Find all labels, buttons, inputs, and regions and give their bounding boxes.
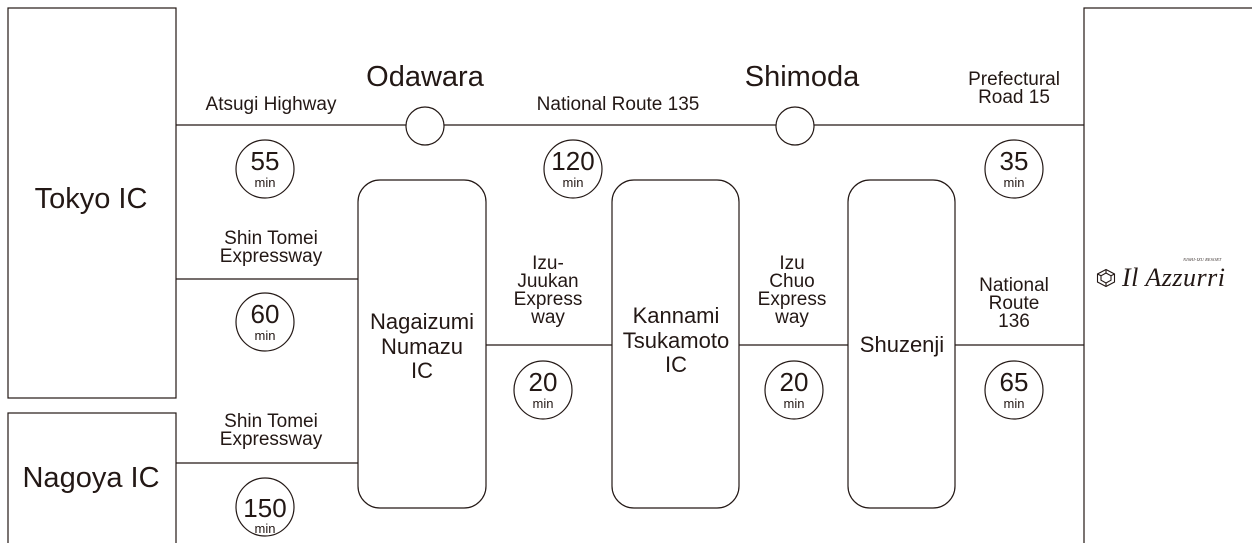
- time-badge-pref15: [984, 139, 1044, 199]
- time-route135-value: 120: [551, 146, 595, 176]
- nagaizumi-line-2: Numazu: [381, 333, 463, 359]
- shin-tomei-expressway-label-1: Shin Tomei Expressway: [219, 228, 323, 268]
- time-badge-izu-juukan: [513, 360, 573, 420]
- route136-line-2: Route: [988, 293, 1040, 315]
- destination-name-text: Il Azzurri: [1122, 263, 1226, 292]
- atsugi-highway-label: Atsugi Highway: [205, 94, 337, 115]
- national-route-136-label: National Route 136: [979, 275, 1049, 333]
- time-route136-value: 65: [999, 367, 1029, 397]
- izu-chuo-line-4: way: [775, 307, 809, 329]
- kannami-tsukamoto-ic-box: [611, 179, 740, 509]
- time-route135-unit: min: [562, 175, 584, 190]
- time-badge-atsugi: [235, 139, 295, 199]
- shin-tomei-2-line-1: Shin Tomei: [224, 411, 318, 432]
- pref15-line-2: Road 15: [978, 87, 1050, 109]
- route136-line-3: 136: [998, 311, 1030, 333]
- time-izu-juukan-unit: min: [532, 396, 554, 411]
- kannami-line-1: Kannami: [632, 303, 720, 328]
- time-pref15-unit: min: [1003, 175, 1025, 190]
- pref15-line-1: Prefectural: [968, 69, 1060, 90]
- kannami-tsukamoto-ic-label: Kannami Tsukamoto IC: [622, 303, 730, 378]
- nagoya-ic-box: [7, 412, 177, 543]
- izu-chuo-line-2: Chuo: [769, 271, 815, 293]
- izu-juukan-line-2: Juukan: [517, 271, 579, 293]
- logo-mark-icon: [1096, 268, 1116, 288]
- time-badge-route135: [543, 139, 603, 199]
- tokyo-ic-box: [7, 7, 177, 399]
- izu-chuo-line-3: Express: [757, 289, 827, 311]
- destination-logo: Il Azzurri NISHI-IZU RESORT: [1096, 257, 1226, 293]
- time-izu-chuo-value: 20: [779, 367, 809, 397]
- izu-chuo-line-1: Izu: [779, 253, 805, 274]
- destination-name: Il Azzurri NISHI-IZU RESORT: [1122, 257, 1226, 293]
- time-shin-tomei-2-value: 150: [243, 493, 287, 523]
- izu-chuo-expressway-label: Izu Chuo Express way: [757, 253, 827, 329]
- time-atsugi-value: 55: [250, 146, 280, 176]
- time-badge-izu-chuo: [764, 360, 824, 420]
- shin-tomei-expressway-label-2: Shin Tomei Expressway: [219, 411, 323, 451]
- kannami-line-3: IC: [664, 352, 687, 378]
- izu-juukan-line-3: Express: [513, 289, 583, 311]
- kannami-line-2: Tsukamoto: [622, 327, 730, 353]
- nagaizumi-numazu-ic-box: [357, 179, 487, 509]
- time-shin-tomei-2-unit: min: [254, 521, 276, 536]
- shin-tomei-1-line-1: Shin Tomei: [224, 228, 318, 249]
- national-route-135-label: National Route 135: [536, 94, 700, 115]
- shin-tomei-1-line-2: Expressway: [219, 246, 323, 268]
- odawara-node: [405, 106, 445, 146]
- time-shin-tomei-1-unit: min: [254, 328, 276, 343]
- shuzenji-label: Shuzenji: [859, 332, 945, 357]
- odawara-label: Odawara: [366, 61, 484, 93]
- time-badge-shin-tomei-1: [235, 292, 295, 352]
- izu-juukan-expressway-label: Izu- Juukan Express way: [513, 253, 583, 329]
- time-shin-tomei-1-value: 60: [250, 299, 280, 329]
- izu-juukan-line-1: Izu-: [532, 253, 564, 274]
- izu-juukan-line-4: way: [531, 307, 565, 329]
- tokyo-ic-label: Tokyo IC: [34, 183, 148, 215]
- nagaizumi-line-1: Nagaizumi: [370, 309, 474, 334]
- nagoya-ic-label: Nagoya IC: [22, 462, 160, 494]
- nagaizumi-line-3: IC: [411, 358, 433, 384]
- time-badge-shin-tomei-2: [235, 477, 295, 537]
- nagaizumi-numazu-ic-label: Nagaizumi Numazu IC: [370, 309, 474, 384]
- time-izu-chuo-unit: min: [783, 396, 805, 411]
- time-izu-juukan-value: 20: [528, 367, 558, 397]
- time-atsugi-unit: min: [254, 175, 276, 190]
- shin-tomei-2-line-2: Expressway: [219, 429, 323, 451]
- shimoda-node: [775, 106, 815, 146]
- route136-line-1: National: [979, 275, 1049, 296]
- shimoda-label: Shimoda: [744, 61, 860, 93]
- time-route136-unit: min: [1003, 396, 1025, 411]
- prefectural-road-15-label: Prefectural Road 15: [968, 69, 1060, 109]
- time-pref15-value: 35: [999, 146, 1029, 176]
- destination-subtitle: NISHI-IZU RESORT: [1183, 257, 1222, 262]
- time-badge-route136: [984, 360, 1044, 420]
- shuzenji-box: [847, 179, 956, 509]
